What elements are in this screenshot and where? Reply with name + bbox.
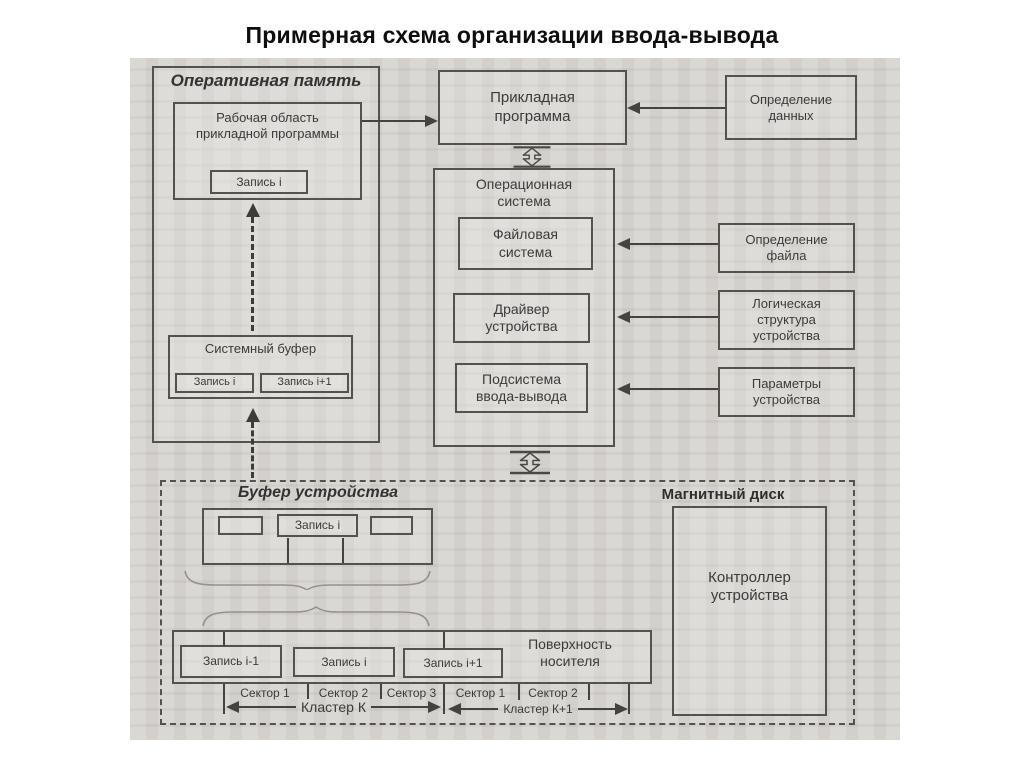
- magnetic-disk-section: [160, 480, 855, 725]
- arrow-left-icon: [617, 383, 630, 395]
- device-buffer-slot-1: [218, 516, 263, 535]
- device-parameters-label: Параметры устройства: [751, 376, 822, 407]
- arrow-filedef-to-os: [617, 238, 718, 250]
- under-brace-icon: [182, 568, 433, 590]
- device-buffer-title: Буфер устройства: [237, 484, 399, 501]
- sector-label: Сектор 1: [240, 686, 290, 700]
- diagram-title: Примерная схема организации ввода-вывода: [245, 22, 779, 48]
- system-buffer-box: Системный буфер Запись i Запись i+1: [168, 335, 353, 399]
- data-definition-label: Определение данных: [749, 91, 833, 123]
- surface-top-divider: [223, 632, 225, 646]
- system-buffer-record-i: Запись i: [175, 373, 254, 393]
- arrow-up-icon: [246, 203, 260, 217]
- work-area-box: Рабочая область прикладной программы Зап…: [173, 102, 362, 200]
- sector-label: Сектор 2: [528, 686, 578, 700]
- arrow-left-icon: [617, 238, 630, 250]
- sector-boundary: [518, 684, 520, 700]
- media-surface-label: Поверхность носителя: [528, 636, 612, 670]
- arrow-left-icon: [226, 701, 239, 713]
- io-subsystem-label: Подсистема ввода-вывода: [475, 370, 568, 404]
- surface-record-i: Запись i: [293, 647, 395, 677]
- system-buffer-record-i-label: Запись i: [193, 376, 236, 389]
- sector-boundary: [307, 684, 309, 699]
- over-brace-icon: [200, 605, 432, 629]
- surface-record-ip1: Запись i+1: [403, 648, 503, 678]
- arrow-left-icon: [627, 102, 640, 114]
- ram-box: Оперативная память: [152, 66, 380, 443]
- double-arrow-app-os-icon: [505, 145, 559, 169]
- work-area-label: Рабочая область прикладной программы: [196, 110, 339, 141]
- surface-record-im1-label: Запись i-1: [202, 654, 260, 669]
- io-subsystem-box: Подсистема ввода-вывода: [455, 363, 588, 413]
- logical-structure-box: Логическая структура устройства: [718, 290, 855, 350]
- cluster-k-arrow: Кластер К: [226, 699, 442, 715]
- device-buffer-record-box: Запись i: [277, 514, 358, 537]
- arrow-left-icon: [448, 703, 461, 715]
- arrow-workarea-to-app: [362, 115, 438, 127]
- cluster-boundary: [628, 684, 630, 714]
- cluster-boundary: [223, 684, 225, 714]
- file-system-box: Файловая система: [458, 217, 593, 270]
- file-definition-label: Определение файла: [745, 232, 828, 263]
- device-controller-box: Контроллер устройства: [672, 506, 827, 716]
- system-buffer-record-i1-label: Запись i+1: [277, 376, 332, 389]
- buffer-divider: [287, 538, 289, 563]
- data-definition-box: Определение данных: [725, 75, 857, 140]
- sector-boundary: [380, 684, 382, 699]
- sector-label: Сектор 1: [455, 686, 506, 700]
- ram-title: Оперативная память: [170, 71, 362, 90]
- system-buffer-record-i1: Запись i+1: [260, 373, 349, 393]
- file-definition-box: Определение файла: [718, 223, 855, 273]
- dashed-arrow-device-to-sysbuffer: [246, 408, 260, 478]
- cluster-k1-arrow: Кластер К+1: [448, 702, 629, 716]
- surface-record-im1: Запись i-1: [180, 645, 282, 678]
- device-buffer-box: Запись i: [202, 508, 433, 565]
- arrow-up-icon: [246, 408, 260, 422]
- arrow-logstruct-to-os: [617, 311, 718, 323]
- device-buffer-record-label: Запись i: [294, 518, 341, 533]
- surface-record-i-label: Запись i: [321, 654, 367, 669]
- arrow-right-icon: [428, 701, 442, 713]
- arrow-devparams-to-os: [617, 383, 718, 395]
- application-program-box: Прикладная программа: [438, 70, 627, 145]
- device-driver-label: Драйвер устройства: [485, 300, 558, 334]
- device-buffer-slot-2: [370, 516, 413, 535]
- record-i-box: Запись i: [210, 170, 308, 194]
- device-driver-box: Драйвер устройства: [453, 293, 590, 343]
- media-surface-box: Поверхность носителя Запись i-1 Запись i…: [172, 630, 652, 684]
- system-buffer-title: Системный буфер: [204, 341, 317, 356]
- file-system-label: Файловая система: [492, 226, 558, 260]
- magnetic-disk-title: Магнитный диск: [661, 486, 785, 503]
- os-box: Операционная система: [433, 168, 615, 447]
- record-i-label: Запись i: [236, 174, 282, 189]
- sector-boundary: [588, 684, 590, 700]
- surface-record-ip1-label: Запись i+1: [423, 655, 483, 670]
- buffer-divider: [342, 538, 344, 563]
- cluster-k-label: Кластер К: [301, 699, 366, 715]
- device-controller-label: Контроллер устройства: [708, 568, 791, 604]
- device-parameters-box: Параметры устройства: [718, 367, 855, 417]
- scan-background: Оперативная память Рабочая область прикл…: [130, 58, 900, 740]
- sector-label: Сектор 3: [386, 686, 437, 700]
- os-title: Операционная система: [475, 176, 573, 209]
- arrow-right-icon: [425, 115, 438, 127]
- cluster-k1-label: Кластер К+1: [503, 702, 573, 716]
- sector-label: Сектор 2: [318, 686, 369, 700]
- double-arrow-os-disk-icon: [503, 448, 557, 477]
- logical-structure-label: Логическая структура устройства: [752, 296, 821, 343]
- application-program-label: Прикладная программа: [490, 89, 575, 125]
- arrow-datadef-to-app: [627, 102, 725, 114]
- arrow-right-icon: [615, 703, 629, 715]
- surface-top-divider: [443, 632, 445, 648]
- dashed-arrow-buffer-to-workarea: [246, 203, 260, 331]
- arrow-left-icon: [617, 311, 630, 323]
- cluster-boundary: [443, 684, 445, 714]
